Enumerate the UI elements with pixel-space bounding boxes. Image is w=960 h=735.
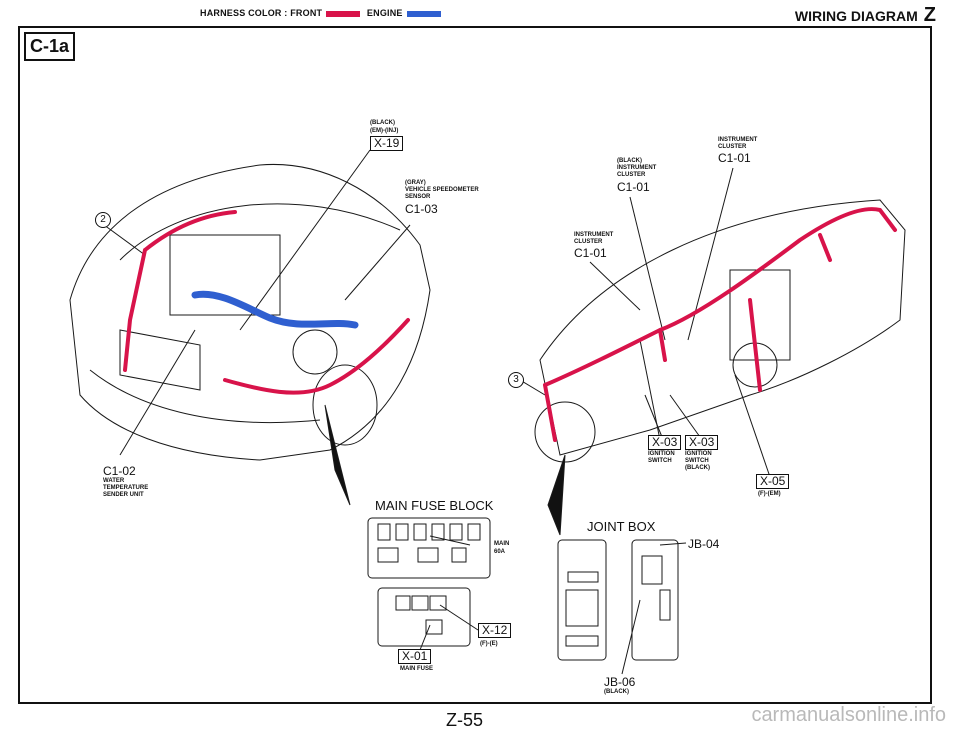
connector-c1-01-black: C1-01 [617, 180, 650, 194]
watermark: carmanualsonline.info [751, 704, 946, 726]
connector-x12: X-12 [478, 623, 512, 638]
x19-note-harness: (EM)-(INJ) [370, 128, 399, 134]
engine-color-swatch [406, 10, 441, 17]
front-harness-dash [543, 207, 897, 442]
legend-engine-label: ENGINE [366, 8, 403, 18]
main-fuse-block-title: MAIN FUSE BLOCK [375, 498, 494, 513]
vss-note-sensor: SENSOR [405, 194, 431, 200]
connector-jb04: JB-04 [688, 537, 720, 551]
engine-block [169, 234, 281, 316]
fuse-block-bottom [377, 587, 471, 647]
jb06-note: (BLACK) [604, 689, 629, 695]
connector-c1-02: C1-02 [103, 464, 136, 478]
x01-note: MAIN FUSE [400, 666, 433, 672]
joint-box-title: JOINT BOX [587, 519, 656, 534]
title-text: WIRING DIAGRAM [794, 8, 918, 24]
front-harness-engine [123, 210, 410, 395]
page-title: WIRING DIAGRAM Z [795, 4, 936, 27]
x19-note-color: (BLACK) [370, 120, 395, 126]
connector-jb06: JB-06 [604, 675, 636, 689]
x03a-note1: IGNITION [648, 451, 675, 457]
connector-c1-01-mid: C1-01 [574, 246, 607, 260]
x03b-note3: (BLACK) [685, 465, 710, 471]
wts-note-temperature: TEMPERATURE [103, 485, 149, 491]
page-number: Z-55 [446, 710, 484, 730]
x03b-note1: IGNITION [685, 451, 712, 457]
dash-callout-circle [534, 401, 596, 463]
vss-note-name: VEHICLE SPEEDOMETER [405, 187, 479, 193]
radiator-outline [119, 329, 201, 391]
ic-black-note2: INSTRUMENT [617, 165, 657, 171]
ic-top-note1: INSTRUMENT [718, 137, 758, 143]
dashboard-outline [539, 199, 906, 456]
ic-black-note3: CLUSTER [617, 172, 646, 178]
car-front-outline [69, 163, 431, 461]
connector-c1-01-top: C1-01 [718, 151, 751, 165]
connector-c1-03: C1-03 [405, 202, 438, 216]
x03a-note2: SWITCH [648, 458, 672, 464]
vss-note-color: (GRAY) [405, 180, 426, 186]
ic-mid-note1: INSTRUMENT [574, 232, 614, 238]
wheel-arch [312, 364, 378, 446]
callout-number-3: 3 [508, 372, 524, 388]
connector-x03-a: X-03 [648, 435, 682, 450]
ic-black-note1: (BLACK) [617, 158, 642, 164]
main-fuse-label: MAIN [494, 541, 510, 547]
connector-x19: X-19 [370, 136, 404, 151]
legend-front-label: FRONT [290, 8, 323, 18]
joint-box-right [631, 539, 679, 661]
x03b-note2: SWITCH [685, 458, 709, 464]
x12-note: (F)-(E) [480, 641, 498, 647]
wts-note-water: WATER [103, 478, 125, 484]
joint-box-left [557, 539, 607, 661]
ic-mid-note2: CLUSTER [574, 239, 603, 245]
callout-number-2: 2 [95, 212, 111, 228]
fuse-block-top [367, 517, 491, 579]
diagram-frame [18, 26, 932, 704]
legend-label: HARNESS COLOR : [200, 8, 288, 18]
section-tag: C-1a [24, 32, 76, 61]
connector-x05: X-05 [756, 474, 790, 489]
engine-harness [191, 290, 359, 329]
bumper-line [89, 369, 321, 424]
harness-color-legend: HARNESS COLOR : FRONT ENGINE [200, 8, 445, 18]
front-color-swatch [326, 10, 361, 17]
engine-callout-circle [292, 329, 338, 375]
ic-top-note2: CLUSTER [718, 144, 747, 150]
x05-note: (F)-(EM) [758, 491, 781, 497]
hood-line [119, 203, 401, 261]
connector-x01: X-01 [398, 649, 432, 664]
title-letter: Z [923, 4, 936, 26]
wts-note-sender: SENDER UNIT [103, 492, 144, 498]
connector-x03-b: X-03 [685, 435, 719, 450]
main-fuse-rating: 60A [494, 549, 506, 555]
